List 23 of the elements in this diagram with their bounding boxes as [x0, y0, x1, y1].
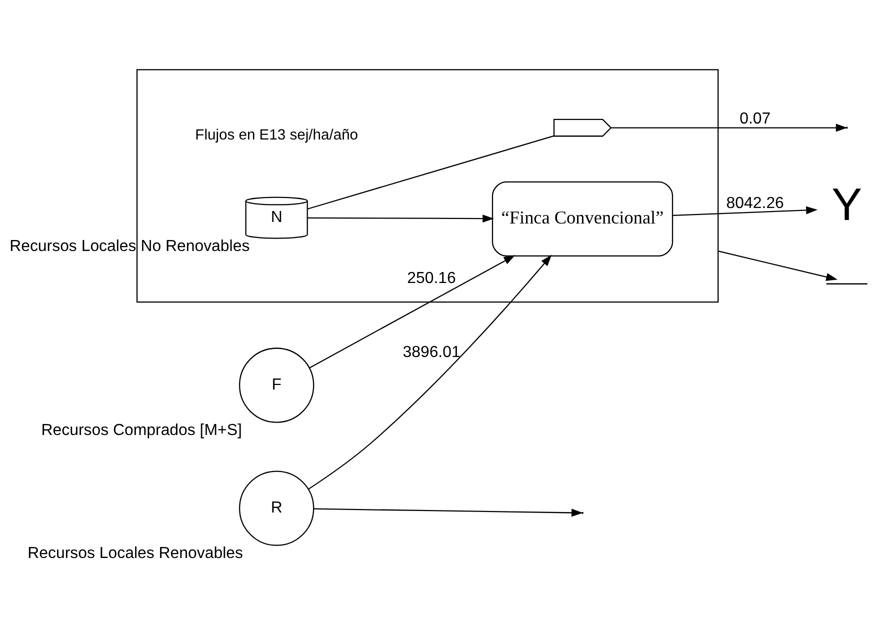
edge-label: 0.07	[740, 110, 771, 127]
label: Flujos en E13 sej/ha/año	[195, 127, 358, 144]
node-text: Y	[832, 178, 862, 230]
node-arrow	[553, 118, 612, 136]
arrow	[611, 123, 848, 132]
cluster	[136, 68, 719, 302]
edge-label: 250.16	[407, 269, 456, 286]
arrow	[308, 254, 552, 490]
edge-label: 8042.26	[726, 194, 784, 212]
node-label: Recursos Locales No Renovables	[10, 238, 250, 255]
arrow	[718, 250, 838, 280]
arrow	[672, 206, 818, 216]
arrow	[314, 508, 583, 516]
arrow	[309, 254, 516, 368]
node-bar	[826, 282, 868, 284]
arrow	[307, 214, 494, 222]
node-label: Recursos Locales Renovables	[28, 544, 243, 562]
node-box: “Finca Convencional”	[492, 180, 674, 256]
node-circle: F	[239, 347, 314, 422]
edge-label: 3896.01	[402, 344, 460, 361]
connector	[307, 134, 554, 210]
node-circle: R	[239, 470, 314, 546]
node-label: Recursos Comprados [M+S]	[41, 422, 242, 439]
